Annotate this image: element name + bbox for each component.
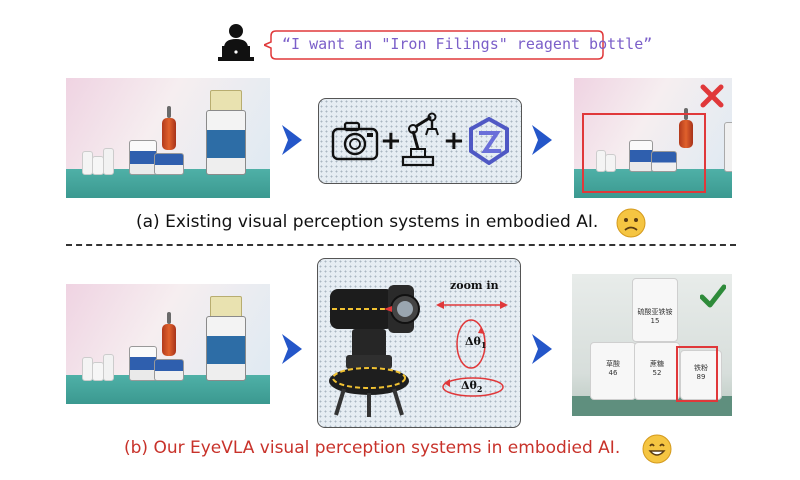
bottle-middle: 蔗糖 52 (634, 342, 680, 400)
plus-icon: + (380, 126, 402, 156)
eyevla-panel-b: zoom in Δθ1 Δθ2 (317, 258, 521, 428)
tilt-rotation-icon (454, 317, 488, 375)
arrow-right-icon (280, 125, 302, 159)
bottle-left: 草酸 46 (590, 342, 636, 400)
bottle-right: 铁粉 89 (680, 350, 722, 400)
zoom-arrow-icon (436, 295, 508, 314)
result-photo-a (574, 78, 732, 198)
speech-text: “I want an "Iron Filings" reagent bottle… (282, 35, 653, 53)
arrow-right-icon (530, 125, 552, 159)
smile-face-icon (642, 434, 672, 468)
sad-face-icon (616, 208, 646, 242)
theta1-label: Δθ1 (465, 335, 487, 351)
check-icon (699, 284, 727, 312)
arrow-right-icon (280, 334, 302, 368)
caption-b: (b) Our EyeVLA visual perception systems… (124, 438, 621, 458)
pipeline-panel-a: + + (318, 98, 522, 184)
speech-bubble: “I want an "Iron Filings" reagent bottle… (264, 30, 652, 60)
scene-photo-a (66, 78, 270, 198)
robotic-camera-illustration (326, 269, 426, 423)
bottle-top: 硫酸亚铁铵 15 (632, 278, 678, 342)
theta2-label: Δθ2 (461, 379, 483, 395)
user-laptop-icon (218, 22, 254, 62)
arrow-right-icon (530, 334, 552, 368)
zoomed-result-photo-b: 硫酸亚铁铵 15 草酸 46 蔗糖 52 铁粉 89 (572, 274, 732, 416)
cross-icon (700, 84, 724, 112)
wrong-detection-box (582, 113, 706, 193)
separator-line (66, 244, 736, 246)
camera-icon (331, 119, 379, 167)
caption-a: (a) Existing visual perception systems i… (136, 212, 599, 232)
zoom-in-label: zoom in (450, 279, 499, 292)
pan-rotation-icon (440, 375, 506, 403)
robot-arm-icon (399, 109, 443, 173)
correct-detection-box (676, 346, 718, 402)
scene-photo-b (66, 284, 270, 404)
ai-model-logo-icon (467, 116, 511, 169)
plus-icon: + (443, 126, 465, 156)
